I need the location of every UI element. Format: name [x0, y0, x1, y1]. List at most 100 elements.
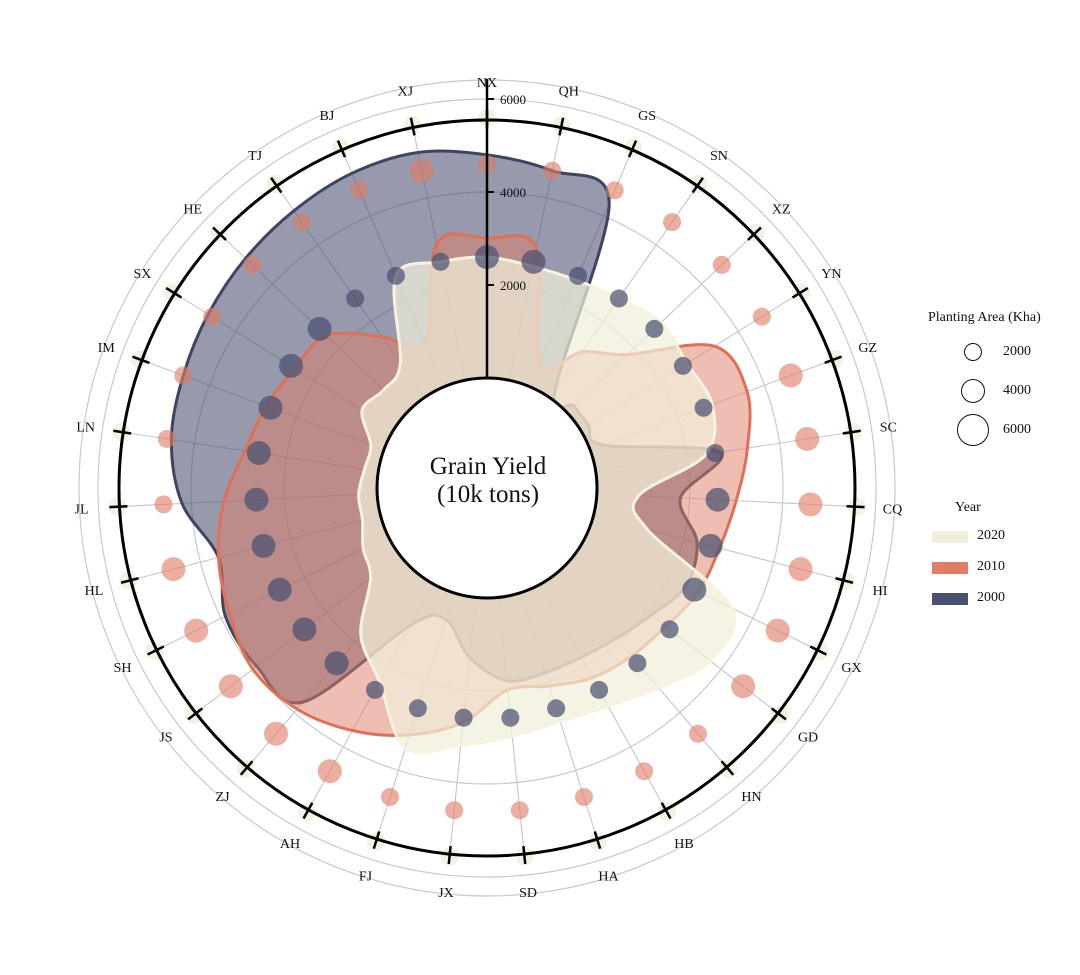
category-label: IM [98, 341, 116, 356]
area-bubble-2010 [788, 557, 813, 582]
category-label: LN [76, 421, 95, 436]
category-label: BJ [319, 109, 334, 124]
category-tick [113, 429, 132, 435]
category-label: HB [674, 837, 693, 852]
category-label: NX [477, 76, 497, 91]
category-label: JX [438, 886, 454, 901]
area-bubble-2000 [609, 289, 628, 308]
area-bubble-2000 [324, 651, 349, 676]
area-bubble-2010 [409, 158, 434, 183]
category-tick [132, 355, 150, 365]
area-bubble-2010 [184, 618, 209, 643]
category-label: HN [741, 790, 761, 805]
area-bubble-2010 [292, 213, 311, 232]
size-legend-circle [961, 379, 985, 403]
area-bubble-2000 [244, 487, 269, 512]
year-legend-item: 2010 [930, 559, 1070, 590]
category-tick [824, 355, 842, 365]
category-label: SH [114, 661, 132, 676]
area-bubble-2010 [381, 788, 400, 807]
center-label: Grain Yield (10k tons) [388, 453, 588, 509]
area-bubble-2000 [431, 252, 450, 271]
size-legend-label: 4000 [1003, 383, 1031, 398]
area-bubble-2010 [218, 674, 243, 699]
area-bubble-2010 [154, 495, 173, 514]
area-bubble-2000 [267, 577, 292, 602]
area-bubble-2000 [706, 444, 725, 463]
year-legend-label: 2000 [977, 590, 1005, 605]
area-bubble-2010 [174, 366, 193, 385]
year-legend-label: 2020 [977, 528, 1005, 543]
area-bubble-2010 [350, 181, 369, 200]
area-bubble-2010 [731, 674, 756, 699]
area-bubble-2010 [663, 213, 682, 232]
radial-axis-tick-label: 2000 [500, 278, 526, 293]
size-legend-title: Planting Area (Kha) [928, 310, 1041, 325]
category-label: XJ [397, 84, 413, 99]
category-tick [627, 140, 638, 158]
area-bubble-2010 [605, 181, 624, 200]
category-tick [835, 577, 854, 584]
area-bubble-2000 [698, 533, 723, 558]
category-tick [109, 504, 128, 509]
category-tick [187, 707, 204, 721]
category-label: HI [873, 584, 888, 599]
category-label: HA [598, 869, 619, 884]
category-tick [147, 645, 165, 656]
size-legend-item: 4000 [928, 373, 1078, 412]
category-label: GS [638, 109, 656, 124]
area-bubble-2010 [203, 307, 222, 326]
category-label: AH [280, 837, 300, 852]
center-label-line2: (10k tons) [436, 481, 540, 508]
area-bubble-2000 [258, 395, 283, 420]
size-legend: Planting Area (Kha) 2000 4000 6000 [928, 310, 1078, 451]
area-bubble-2010 [264, 721, 289, 746]
area-bubble-2010 [543, 161, 562, 180]
category-label: CQ [883, 503, 902, 518]
category-tick [691, 177, 704, 194]
category-label: HL [85, 584, 104, 599]
category-label: SN [710, 149, 728, 164]
category-tick [120, 577, 139, 584]
area-bubble-2010 [635, 762, 654, 781]
category-label: SX [133, 267, 151, 282]
year-legend-swatch [932, 562, 968, 574]
area-bubble-2000 [660, 620, 679, 639]
category-tick [302, 802, 314, 820]
category-label: JS [159, 731, 172, 746]
category-label: TJ [248, 149, 263, 164]
category-tick [165, 286, 183, 299]
category-label: FJ [359, 869, 373, 884]
area-bubble-2000 [673, 356, 692, 375]
area-bubble-2010 [243, 255, 262, 274]
area-bubble-2010 [688, 724, 707, 743]
category-label: GD [798, 731, 818, 746]
category-label: HE [183, 202, 202, 217]
category-tick [447, 846, 452, 865]
size-legend-label: 6000 [1003, 422, 1031, 437]
area-bubble-2010 [712, 255, 731, 274]
area-bubble-2010 [765, 618, 790, 643]
category-labels: NXQHGSSNXZYNGZSCCQHIGXGDHNHBHASDJXFJAHZJ… [75, 76, 903, 901]
year-legend-item: 2020 [930, 528, 1070, 559]
category-tick [842, 429, 861, 435]
area-bubble-2000 [628, 654, 647, 673]
category-tick [770, 707, 787, 721]
area-bubble-2000 [569, 266, 588, 285]
category-tick [239, 760, 254, 776]
category-label: SC [880, 421, 897, 436]
category-tick [791, 286, 809, 299]
category-label: YN [821, 267, 841, 282]
category-tick [747, 226, 762, 241]
area-bubble-2010 [795, 426, 820, 451]
area-bubble-2000 [590, 680, 609, 699]
area-bubble-2000 [365, 680, 384, 699]
year-legend-swatch [932, 593, 968, 605]
radial-axis-tick-label: 4000 [500, 185, 526, 200]
area-bubble-2010 [510, 801, 529, 820]
size-legend-label: 2000 [1003, 344, 1031, 359]
category-label: GZ [858, 341, 877, 356]
year-legend-item: 2000 [930, 590, 1070, 621]
